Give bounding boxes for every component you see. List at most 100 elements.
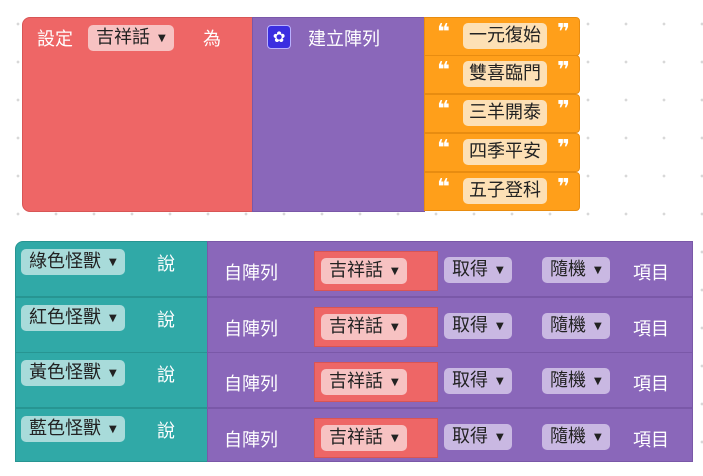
dropdown-arrow-icon: ▼: [109, 313, 117, 324]
item-label: 項目: [633, 430, 669, 451]
text-value[interactable]: 五子登科: [463, 178, 547, 204]
from-list-label: 自陣列: [224, 263, 278, 284]
say-label: 說: [157, 310, 175, 331]
where-value: 隨機: [550, 259, 586, 280]
dropdown-arrow-icon: ▼: [391, 377, 399, 388]
open-quote-icon: ❝: [437, 20, 450, 45]
list-get-block[interactable]: 自陣列 吉祥話 ▼ 取得▼ 隨機 ▼ 項目: [207, 352, 693, 408]
dropdown-arrow-icon: ▼: [594, 265, 602, 276]
dropdown-arrow-icon: ▼: [594, 376, 602, 387]
sprite-dropdown[interactable]: 綠色怪獸 ▼: [21, 249, 125, 275]
dropdown-arrow-icon: ▼: [391, 433, 399, 444]
sprite-name: 黃色怪獸: [29, 362, 101, 383]
where-dropdown[interactable]: 隨機 ▼: [542, 368, 610, 394]
where-dropdown[interactable]: 隨機 ▼: [542, 424, 610, 450]
from-list-label: 自陣列: [224, 374, 278, 395]
from-list-label: 自陣列: [224, 430, 278, 451]
dropdown-arrow-icon: ▼: [594, 432, 602, 443]
mode-value: 取得: [452, 259, 488, 280]
text-block[interactable]: ❝ 雙喜臨門 ❞: [424, 55, 580, 94]
dropdown-arrow-icon: ▼: [109, 257, 117, 268]
mode-value: 取得: [452, 315, 488, 336]
text-value[interactable]: 四季平安: [463, 139, 547, 165]
from-list-label: 自陣列: [224, 319, 278, 340]
close-quote-icon: ❞: [557, 58, 570, 83]
say-label: 說: [157, 365, 175, 386]
sprite-dropdown[interactable]: 黃色怪獸 ▼: [21, 360, 125, 386]
dropdown-arrow-icon: ▼: [391, 322, 399, 333]
list-get-block[interactable]: 自陣列 吉祥話 ▼ 取得 ▼ 隨機 ▼ 項目: [207, 297, 693, 353]
where-value: 隨機: [550, 370, 586, 391]
variable-name: 吉祥話: [329, 371, 383, 392]
as-label: 為: [203, 29, 221, 50]
dropdown-arrow-icon: ▼: [109, 368, 117, 379]
close-quote-icon: ❞: [557, 20, 570, 45]
variable-dropdown[interactable]: 吉祥話 ▼: [321, 369, 407, 395]
variable-dropdown[interactable]: 吉祥話 ▼: [321, 425, 407, 451]
text-block[interactable]: ❝ 三羊開泰 ❞: [424, 94, 580, 133]
say-block[interactable]: 紅色怪獸 ▼ 說: [15, 297, 208, 353]
variable-name: 吉祥話: [329, 427, 383, 448]
variable-dropdown[interactable]: 吉祥話 ▼: [88, 25, 174, 51]
item-label: 項目: [633, 319, 669, 340]
where-value: 隨機: [550, 315, 586, 336]
open-quote-icon: ❝: [437, 97, 450, 122]
sprite-dropdown[interactable]: 藍色怪獸 ▼: [21, 416, 125, 442]
list-get-block[interactable]: 自陣列 吉祥話 ▼ 取得 ▼ 隨機 ▼ 項目: [207, 408, 693, 462]
mode-dropdown[interactable]: 取得 ▼: [444, 313, 512, 339]
sprite-name: 紅色怪獸: [29, 307, 101, 328]
open-quote-icon: ❝: [437, 136, 450, 161]
set-variable-block[interactable]: 設定 吉祥話 ▼ 為: [22, 17, 253, 212]
text-value[interactable]: 一元復始: [463, 23, 547, 49]
open-quote-icon: ❝: [437, 175, 450, 200]
variable-get-block[interactable]: 吉祥話 ▼: [314, 251, 438, 291]
variable-name: 吉祥話: [96, 27, 150, 48]
open-quote-icon: ❝: [437, 58, 450, 83]
where-dropdown[interactable]: 隨機 ▼: [542, 313, 610, 339]
item-label: 項目: [633, 374, 669, 395]
text-block[interactable]: ❝ 四季平安 ❞: [424, 133, 580, 172]
create-list-label: 建立陣列: [308, 29, 380, 50]
list-get-block[interactable]: 自陣列 吉祥話 ▼ 取得 ▼ 隨機 ▼ 項目: [207, 241, 693, 297]
variable-name: 吉祥話: [329, 316, 383, 337]
dropdown-arrow-icon: ▼: [594, 321, 602, 332]
close-quote-icon: ❞: [557, 97, 570, 122]
create-list-block[interactable]: ✿ 建立陣列: [252, 17, 425, 212]
say-label: 說: [157, 254, 175, 275]
dropdown-arrow-icon: ▼: [109, 424, 117, 435]
dropdown-arrow-icon: ▼: [496, 432, 504, 443]
close-quote-icon: ❞: [557, 175, 570, 200]
say-block[interactable]: 藍色怪獸 ▼ 說: [15, 408, 208, 462]
sprite-name: 藍色怪獸: [29, 418, 101, 439]
text-block[interactable]: ❝ 一元復始 ❞: [424, 17, 580, 56]
set-label: 設定: [37, 29, 73, 50]
sprite-name: 綠色怪獸: [29, 251, 101, 272]
mode-dropdown[interactable]: 取得▼: [444, 368, 512, 394]
dropdown-arrow-icon: ▼: [496, 376, 504, 387]
mode-dropdown[interactable]: 取得 ▼: [444, 424, 512, 450]
say-block[interactable]: 綠色怪獸 ▼ 說: [15, 241, 208, 297]
sprite-dropdown[interactable]: 紅色怪獸 ▼: [21, 305, 125, 331]
variable-get-block[interactable]: 吉祥話 ▼: [314, 362, 438, 402]
mode-value: 取得: [452, 426, 488, 447]
where-dropdown[interactable]: 隨機 ▼: [542, 257, 610, 283]
text-value[interactable]: 雙喜臨門: [463, 61, 547, 87]
dropdown-arrow-icon: ▼: [496, 265, 504, 276]
variable-get-block[interactable]: 吉祥話 ▼: [314, 307, 438, 347]
where-value: 隨機: [550, 426, 586, 447]
dropdown-arrow-icon: ▼: [496, 321, 504, 332]
text-block[interactable]: ❝ 五子登科 ❞: [424, 172, 580, 211]
say-label: 說: [157, 421, 175, 442]
say-block[interactable]: 黃色怪獸 ▼ 說: [15, 352, 208, 408]
gear-icon[interactable]: ✿: [267, 25, 291, 49]
text-value[interactable]: 三羊開泰: [463, 100, 547, 126]
variable-dropdown[interactable]: 吉祥話 ▼: [321, 314, 407, 340]
variable-dropdown[interactable]: 吉祥話 ▼: [321, 258, 407, 284]
mode-dropdown[interactable]: 取得 ▼: [444, 257, 512, 283]
variable-get-block[interactable]: 吉祥話 ▼: [314, 418, 438, 458]
dropdown-arrow-icon: ▼: [158, 33, 166, 44]
close-quote-icon: ❞: [557, 136, 570, 161]
dropdown-arrow-icon: ▼: [391, 266, 399, 277]
item-label: 項目: [633, 263, 669, 284]
variable-name: 吉祥話: [329, 260, 383, 281]
